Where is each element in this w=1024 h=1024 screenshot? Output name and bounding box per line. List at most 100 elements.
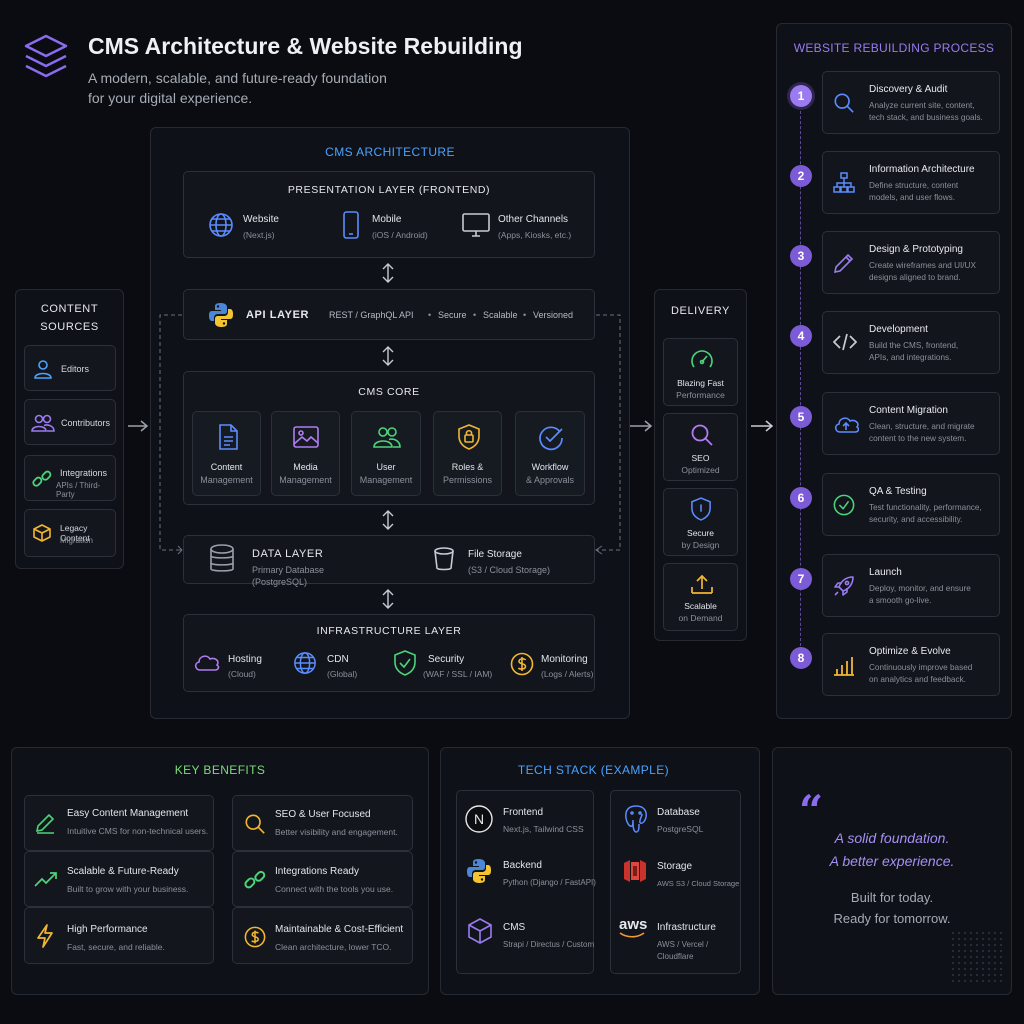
benefit-sub: Built to grow with your business. — [67, 884, 189, 894]
benefit-title: Easy Content Management — [67, 808, 189, 819]
benefit-sub: Fast, secure, and reliable. — [67, 942, 165, 952]
source-contributors[interactable]: Contributors — [24, 399, 116, 445]
user-icon — [33, 359, 53, 379]
source-label: Legacy Content — [60, 523, 90, 543]
api-tag: Secure — [438, 310, 467, 320]
core-label-line2: Management — [359, 475, 413, 485]
flow-arrow — [127, 420, 149, 432]
svg-text:N: N — [474, 811, 484, 827]
step-title: QA & Testing — [869, 486, 927, 497]
search-icon — [690, 423, 714, 447]
infra-item-label: CDN — [327, 654, 349, 665]
database-icon — [209, 544, 235, 574]
step-title: Development — [869, 324, 928, 335]
api-tag-dot: • — [473, 310, 477, 320]
quote-line4: Ready for tomorrow. — [833, 911, 951, 926]
aws-icon: aws — [619, 917, 647, 938]
step-number-badge: 8 — [790, 647, 812, 669]
trend-up-icon — [34, 870, 58, 888]
benefit-title: High Performance — [67, 924, 148, 935]
box-icon — [32, 523, 52, 543]
delivery-label-line2: by Design — [681, 540, 720, 550]
shield-lock-icon — [458, 424, 480, 450]
data-db-line1: Primary Database — [252, 565, 325, 575]
step-desc-line1: Test functionality, performance, — [869, 503, 982, 512]
core-label-line1: Workflow — [531, 462, 569, 472]
delivery-label-line2: on Demand — [678, 613, 723, 623]
step-desc-line2: APIs, and integrations. — [869, 353, 952, 362]
shield-check-icon — [394, 650, 416, 676]
infrastructure-heading: INFRASTRUCTURE LAYER — [316, 625, 462, 637]
rocket-icon — [833, 575, 855, 597]
core-media-management[interactable]: Media Management — [271, 411, 340, 496]
core-content-management[interactable]: Content Management — [192, 411, 261, 496]
step-desc-line2: content to the new system. — [869, 434, 967, 443]
content-sources-heading-line2: SOURCES — [40, 321, 99, 333]
delivery-seo[interactable]: SEO Optimized — [663, 413, 738, 481]
search-icon — [833, 92, 855, 114]
tech-right-column — [610, 790, 741, 974]
tech-title: Database — [657, 807, 700, 818]
benefit-title: Maintainable & Cost-Efficient — [275, 924, 404, 935]
step-desc-line1: Deploy, monitor, and ensure — [869, 584, 971, 593]
page-subtitle-line2: for your digital experience. — [88, 90, 253, 106]
flow-arrow — [629, 420, 653, 432]
bidirectional-arrow — [381, 262, 395, 284]
core-label-line2: Management — [200, 475, 253, 485]
benefit-sub: Intuitive CMS for non-technical users. — [67, 826, 209, 836]
infra-item-sub: (WAF / SSL / IAM) — [423, 669, 493, 679]
document-icon — [217, 424, 239, 450]
tech-title: CMS — [503, 922, 526, 933]
page-title: CMS Architecture & Website Rebuilding — [88, 33, 523, 59]
bidirectional-arrow — [381, 509, 395, 531]
presentation-item-sub: (iOS / Android) — [372, 230, 428, 240]
delivery-performance[interactable]: Blazing Fast Performance — [663, 338, 738, 406]
tech-sub: Strapi / Directus / Custom — [503, 940, 595, 949]
tech-sub: AWS / Vercel / — [657, 940, 709, 949]
infra-item-sub: (Logs / Alerts) — [541, 669, 594, 679]
data-storage-sub: (S3 / Cloud Storage) — [468, 565, 551, 575]
image-icon — [293, 426, 319, 448]
bidirectional-arrow — [381, 345, 395, 367]
benefit-performance: High Performance Fast, secure, and relia… — [24, 907, 214, 964]
core-label-line2: & Approvals — [525, 475, 575, 485]
delivery-secure[interactable]: Secure by Design — [663, 488, 738, 556]
tech-sub-line2: Cloudflare — [657, 952, 694, 961]
content-sources-heading-line1: CONTENT — [40, 303, 99, 315]
python-icon — [466, 858, 492, 884]
tech-sub: Next.js, Tailwind CSS — [503, 824, 584, 834]
delivery-scalable[interactable]: Scalable on Demand — [663, 563, 738, 631]
api-tag-dot: • — [523, 310, 527, 320]
core-user-management[interactable]: User Management — [351, 411, 421, 496]
infra-item-label: Monitoring — [541, 654, 588, 665]
benefit-sub: Better visibility and engagement. — [275, 827, 398, 837]
source-editors[interactable]: Editors — [24, 345, 116, 391]
source-integrations[interactable]: Integrations APIs / Third-Party — [24, 455, 116, 501]
step-desc-line2: tech stack, and business goals. — [869, 113, 983, 122]
source-legacy-content[interactable]: Legacy Content Migration — [24, 509, 116, 557]
tech-title: Backend — [503, 860, 542, 871]
source-sublabel: APIs / Third-Party — [56, 481, 101, 499]
tech-sub: Python (Django / FastAPI) — [503, 878, 596, 887]
delivery-label-line2: Optimized — [681, 465, 720, 475]
flow-arrow — [750, 420, 774, 432]
check-circle-icon — [538, 425, 564, 451]
core-label-line1: User — [376, 462, 396, 472]
core-roles-permissions[interactable]: Roles & Permissions — [433, 411, 502, 496]
s3-bucket-icon — [622, 857, 648, 885]
pencil-icon — [34, 812, 56, 834]
logo-icon — [22, 32, 70, 84]
core-label-line1: Content — [210, 462, 243, 472]
step-desc-line1: Clean, structure, and migrate — [869, 422, 975, 431]
core-workflow-approvals[interactable]: Workflow & Approvals — [515, 411, 585, 496]
cms-architecture-heading: CMS ARCHITECTURE — [325, 145, 455, 159]
core-label-line1: Media — [293, 462, 318, 472]
